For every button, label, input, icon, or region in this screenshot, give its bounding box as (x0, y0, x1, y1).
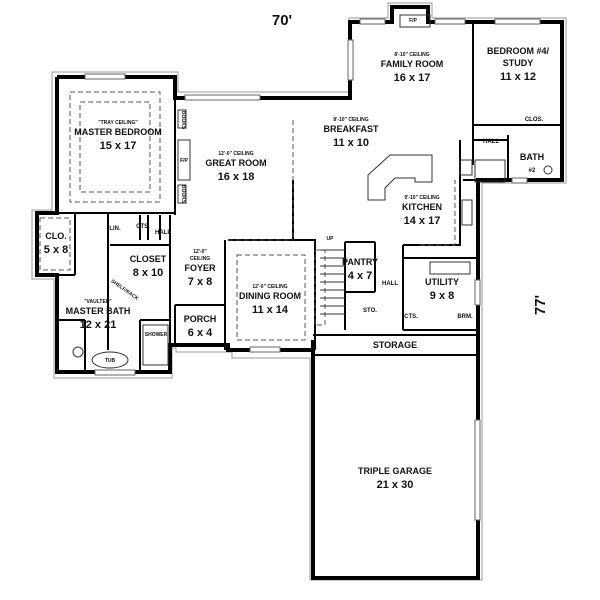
bedroom4-label-2: STUDY (503, 58, 534, 68)
bedroom4-size: 11 x 12 (500, 71, 536, 83)
shower-bath2 (474, 159, 506, 183)
range (461, 199, 473, 226)
master-bath-label: MASTER BATH (66, 306, 131, 316)
pantry-label: PANTRY (342, 257, 378, 267)
garage-size: 21 x 30 (377, 479, 414, 491)
great-room-label: GREAT ROOM (205, 158, 266, 168)
hall-left-label: HALL (155, 230, 171, 236)
family-room-fireplace: F/P (409, 18, 417, 24)
kitchen-label: KITCHEN (402, 202, 442, 212)
tub-label: TUB (105, 358, 116, 364)
books-label-1: BOOKS (180, 111, 186, 130)
toilet-master (72, 346, 84, 358)
master-bath-ceiling: "VAULTED" (84, 299, 112, 305)
stair-treads (320, 249, 345, 315)
books-label-2: BOOKS (180, 185, 186, 204)
shower-label: SHOWER (145, 332, 168, 338)
porch-size: 6 x 4 (188, 327, 213, 339)
toilet-bath2 (543, 165, 553, 175)
outer-outline (31, 2, 567, 581)
dining-ceiling: 12'-0" CEILING (252, 284, 287, 290)
fixtures (72, 14, 553, 369)
width-dimension: 70' (272, 12, 292, 29)
foyer-ceiling-2: CEILING (190, 256, 210, 262)
bookshelf-1 (177, 109, 187, 129)
windows (84, 18, 541, 521)
hall-mid-label: HALL (382, 281, 398, 287)
garage-label: TRIPLE GARAGE (358, 466, 432, 476)
shelf-label: SHELF/RACK (110, 278, 140, 302)
stairs-up-label: UP (327, 236, 335, 242)
linen-label: LIN. (109, 226, 121, 232)
master-bedroom-ceiling: "TRAY CEILING" (98, 120, 138, 126)
ceiling-lines (39, 91, 456, 341)
bath2-number: #2 (529, 168, 536, 174)
breakfast-ceiling: 8'-10" CEILING (333, 117, 368, 123)
depth-dimension: 77' (532, 295, 549, 315)
kitchen-ceiling: 9'-10" CEILING (404, 195, 439, 201)
dining-label: DINING ROOM (239, 291, 301, 301)
breakfast-label: BREAKFAST (323, 124, 379, 134)
master-bedroom-size: 15 x 17 (100, 140, 137, 152)
tub (91, 351, 129, 369)
broom-closet-label: BRM. (457, 314, 473, 320)
hall-right-label: HALL (483, 139, 499, 145)
dining-size: 11 x 14 (252, 304, 289, 316)
shower-left (142, 324, 169, 366)
family-room-ceiling: 8'-10" CEILING (394, 52, 429, 58)
family-room-label: FAMILY ROOM (381, 59, 444, 69)
utility-label: UTILITY (425, 277, 459, 287)
great-room-ceiling: 12'-0" CEILING (218, 151, 253, 157)
bedroom4-label: BEDROOM #4/ (487, 46, 550, 56)
cts-left-label: CTS. (136, 224, 150, 230)
foyer-ceiling: 12'-0" (193, 249, 207, 255)
breakfast-size: 11 x 10 (333, 137, 369, 149)
family-room-size: 16 x 17 (394, 72, 431, 84)
fireplace-great-room (177, 139, 191, 181)
great-room-fireplace: F/P (180, 158, 188, 164)
foyer-label: FOYER (184, 263, 216, 273)
storage-closet-label: STO. (363, 308, 377, 314)
fireplace-family-room (399, 14, 431, 28)
master-bath-size: 12 x 21 (80, 319, 117, 331)
foyer-size: 7 x 8 (188, 276, 212, 288)
kitchen-size: 14 x 17 (404, 215, 441, 227)
closet-label: CLOSET (130, 254, 167, 264)
master-bedroom-label: MASTER BEDROOM (74, 127, 162, 137)
porch-label: PORCH (184, 314, 217, 324)
cts-right-label: CTS. (404, 314, 418, 320)
closet-left-label: CLO. (45, 231, 67, 241)
great-room-size: 16 x 18 (218, 171, 255, 183)
utility-size: 9 x 8 (430, 290, 454, 302)
pantry-size: 4 x 7 (348, 270, 372, 282)
closet-left-size: 5 x 8 (44, 244, 68, 256)
utility-counter (429, 261, 471, 275)
storage-label: STORAGE (373, 340, 417, 350)
bedroom4-closet-label: CLOS. (525, 117, 544, 123)
bath2-shower: SHWR. (484, 178, 501, 184)
closet-size: 8 x 10 (133, 267, 164, 279)
bath2-label: BATH (520, 152, 544, 162)
kitchen-island (367, 154, 433, 201)
bookshelf-2 (177, 184, 187, 204)
